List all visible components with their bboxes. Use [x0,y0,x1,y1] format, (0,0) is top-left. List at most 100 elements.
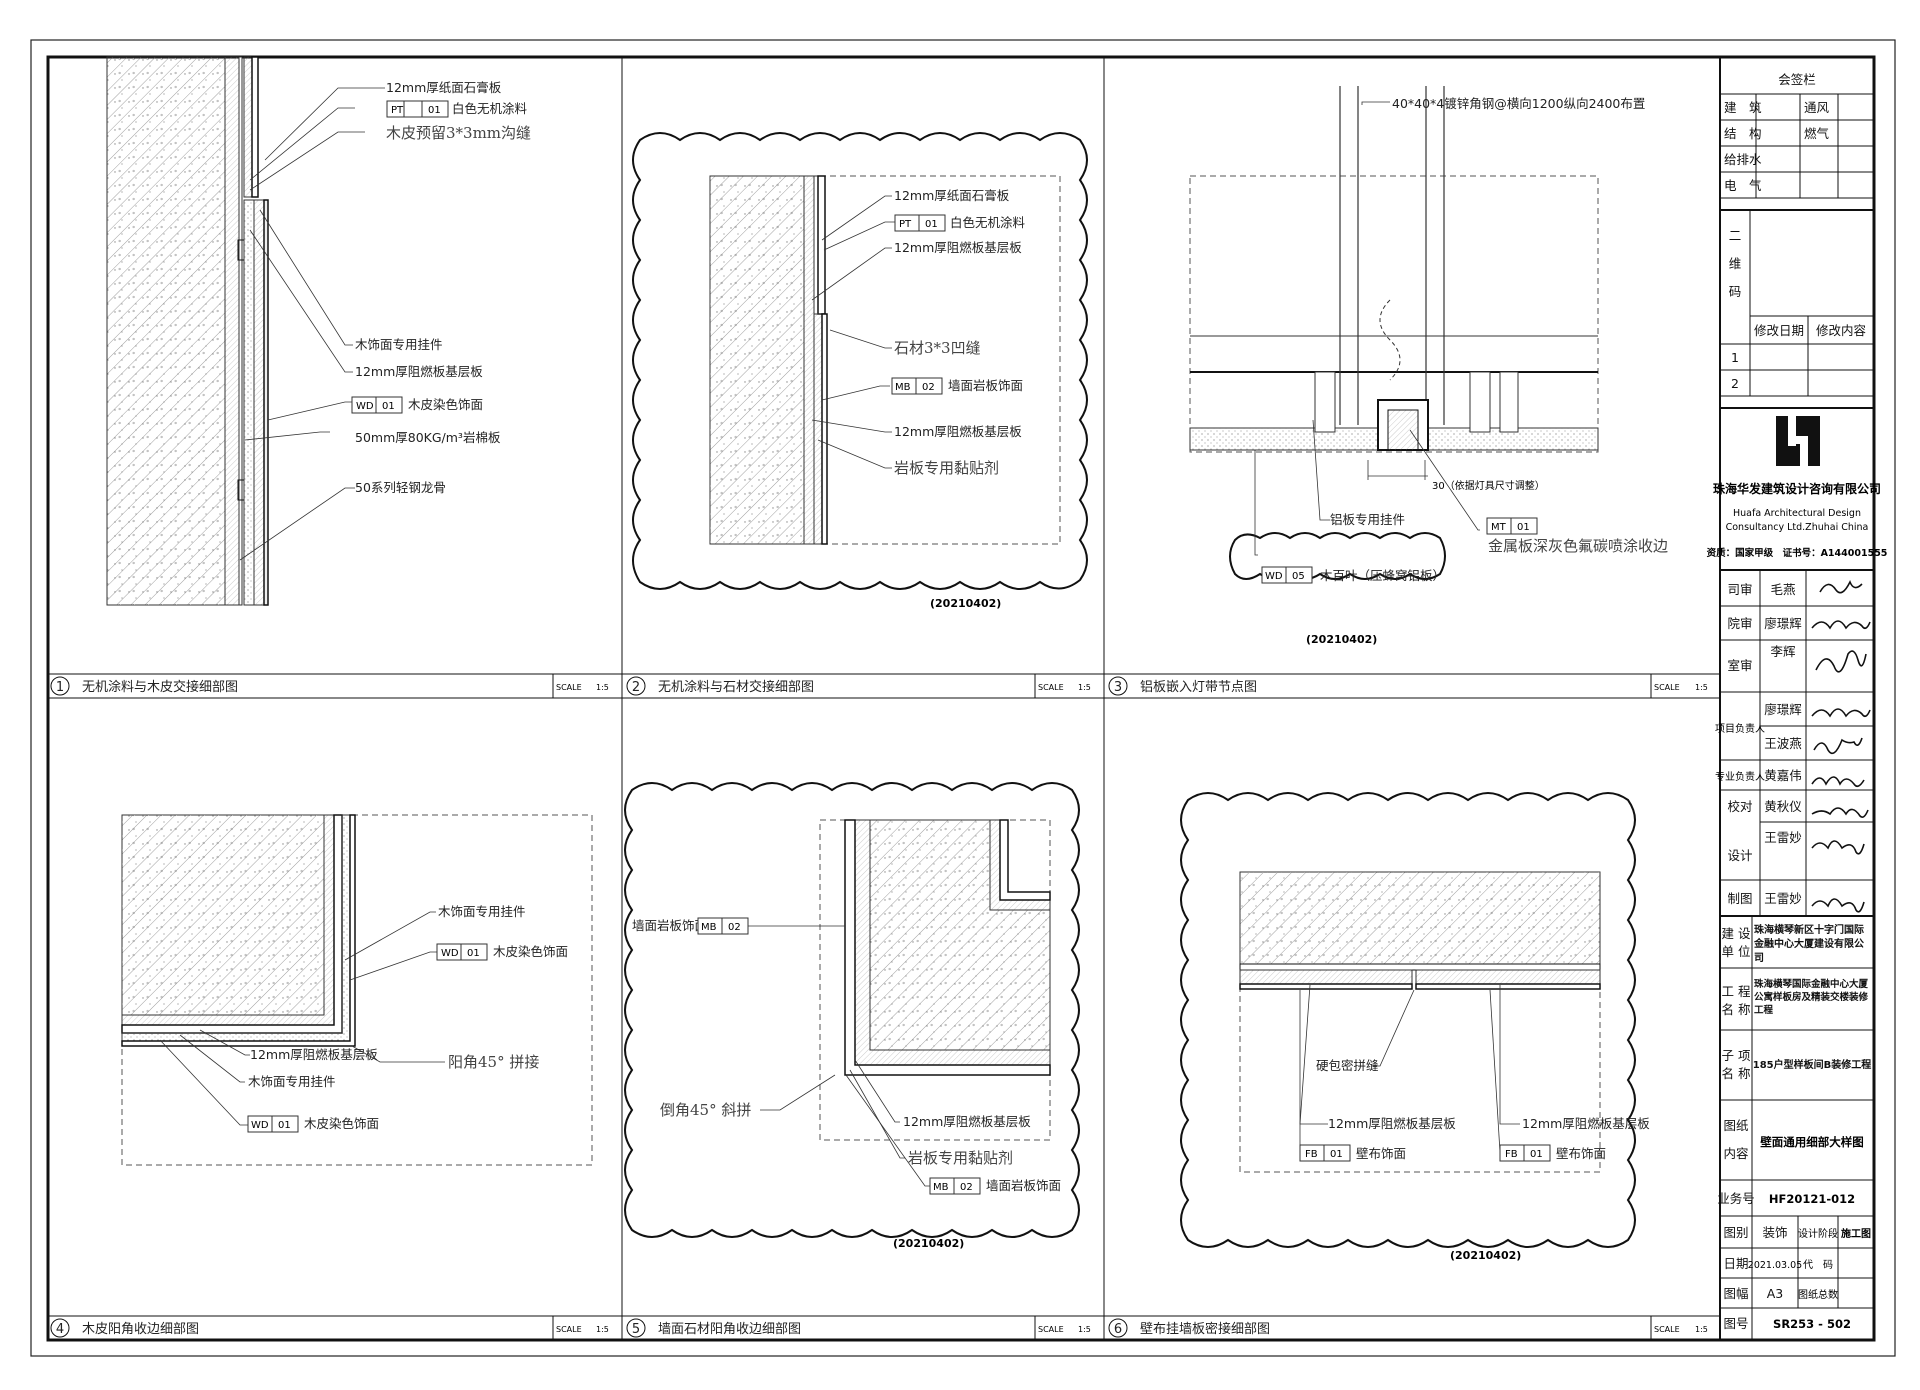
detail-5-labels: 墙面岩板饰面 MB 02 倒角45° 斜拼 12mm厚阻燃板基层板 岩板专用黏贴… [632,917,1061,1250]
panel-3-title-text: 铝板嵌入灯带节点图 [1140,680,1257,695]
detail-6-tag-1-code: FB [1305,1149,1318,1160]
signatures [1811,580,1871,913]
total-label: 图纸总数 [1798,1288,1838,1301]
detail-2-tag-2-code: MB [895,382,911,393]
panel-3-scale-label: SCALE [1654,683,1680,692]
detail-5-label-5: 墙面岩板饰面 [986,1178,1061,1193]
detail-6-cloud [1180,792,1636,1248]
company-name-en-1: Huafa Architectural Design [1733,508,1861,519]
detail-1-labels: 12mm厚纸面石膏板 PT 01 白色无机涂料 木皮预留3*3mm沟缝 木饰面专… [351,80,531,495]
detail-5-label-2: 倒角45° 斜拼 [660,1101,751,1119]
detail-6-label-2: 12mm厚阻燃板基层板 [1328,1116,1456,1131]
detail-1-drawing [106,56,269,606]
panel-1-title: 1 无机涂料与木皮交接细部图 SCALE 1:5 [50,676,609,696]
detail-2-label-2: 白色无机涂料 [950,215,1026,230]
panel-4-scale-label: SCALE [556,1325,582,1334]
detail-6-label-1: 硬包密拼缝 [1316,1058,1379,1073]
client-label-2: 单 位 [1722,944,1751,959]
detail-6-tag-2-num: 01 [1530,1149,1543,1160]
detail-4-label-1: 木饰面专用挂件 [438,904,526,919]
company-logo [1776,416,1820,466]
role-3-name: 李辉 [1770,644,1795,659]
detail-1-tag-2-num: 01 [382,401,395,412]
panel-title-bars [48,673,1720,1340]
panel-4-title-text: 木皮阳角收边细部图 [82,1322,199,1337]
detail-2-label-1: 12mm厚纸面石膏板 [894,188,1010,203]
detail-4-tag-2-code: WD [251,1120,269,1131]
detail-1-label-6: 木皮染色饰面 [408,397,483,412]
panel-2-title-text: 无机涂料与石材交接细部图 [658,679,814,695]
project-label-1: 工 程 [1722,984,1751,999]
stage-value: 施工图 [1841,1227,1871,1240]
detail-4-drawing [121,814,593,1166]
detail-1-label-2: 白色无机涂料 [452,101,528,116]
role-4-name: 廖璟辉 [1764,702,1802,717]
subproject-label-2: 名 称 [1722,1066,1751,1081]
code-label: 代 码 [1803,1259,1833,1271]
role-9: 制图 [1727,891,1752,906]
detail-2-tag-1-code: PT [899,219,912,230]
detail-3-label-1: 40*40*4镀锌角钢@横向1200纵向2400布置 [1392,96,1645,111]
detail-2-label-6: 12mm厚阻燃板基层板 [894,424,1022,439]
detail-2-label-4: 石材3*3凹缝 [894,339,981,357]
outer-frame [30,39,1896,1357]
qr-label-3: 码 [1729,284,1742,299]
drawing-name-label-1: 图纸 [1723,1118,1749,1133]
role-2-name: 廖璟辉 [1764,616,1802,631]
detail-6-leaders [1299,984,1520,1153]
detail-1-label-3: 木皮预留3*3mm沟缝 [386,124,531,142]
panel-1-scale-label: SCALE [556,683,582,692]
detail-5-tag-1-num: 02 [728,922,741,933]
detail-6-labels: 硬包密拼缝 12mm厚阻燃板基层板 FB 01 壁布饰面 12mm厚阻燃板基层板… [1299,1058,1650,1262]
drawing-name-value: 壁面通用细部大样图 [1760,1135,1864,1149]
detail-2-leaders [811,195,895,469]
panel-4-number: 4 [56,1322,64,1337]
role-9-name: 王雷妙 [1764,891,1802,906]
panel-2-number: 2 [632,680,640,695]
role-8: 设计 [1727,848,1752,863]
detail-3-date: (20210402) [1306,633,1377,646]
rev-header-date: 修改日期 [1754,323,1804,338]
detail-1-label-7: 50mm厚80KG/m³岩棉板 [355,430,501,445]
detail-2-date: (20210402) [930,597,1001,610]
stage-label: 设计阶段 [1798,1227,1838,1240]
detail-1-leaders [239,87,385,561]
panel-3-scale: 1:5 [1695,683,1708,692]
panel-1-title-text: 无机涂料与木皮交接细部图 [82,679,238,695]
discipline-1: 建 筑 [1724,100,1762,115]
date-value: 2021.03.05 [1748,1260,1802,1271]
detail-4-tag-1-code: WD [441,948,459,959]
panel-6-number: 6 [1114,1322,1122,1337]
size-label: 图幅 [1723,1286,1748,1301]
role-8-name: 王雷妙 [1764,830,1802,845]
title-block [1720,93,1874,1340]
subproject-label-1: 子 项 [1722,1048,1751,1063]
company-name-en-2: Consultancy Ltd.Zhuhai China [1726,522,1869,533]
qr-label-2: 维 [1729,256,1742,271]
role-7-name: 黄秋仪 [1764,799,1802,814]
detail-4-leaders [159,911,445,1126]
detail-3-label-2: 30（依据灯具尺寸调整） [1432,479,1545,492]
rev-header-content: 修改内容 [1816,323,1866,338]
role-6-name: 黄嘉伟 [1764,768,1802,783]
detail-2-tag-1-num: 01 [925,219,938,230]
detail-5-tag-1-code: MB [701,922,717,933]
panel-2-scale: 1:5 [1078,683,1091,692]
detail-4-label-2: 木皮染色饰面 [493,944,568,959]
role-6: 专业负责人 [1715,770,1765,783]
qualification: 资质：国家甲级 证书号：A144001555 [1707,547,1888,559]
detail-5-label-4: 岩板专用黏贴剂 [908,1149,1013,1167]
job-no-label: 业务号 [1717,1191,1755,1206]
panel-5-scale: 1:5 [1078,1325,1091,1334]
detail-3-tag-1-code: MT [1491,522,1507,533]
detail-1-label-4: 木饰面专用挂件 [355,337,443,352]
detail-5-label-3: 12mm厚阻燃板基层板 [903,1114,1031,1129]
client-value: 珠海横琴新区十字门国际金融中心大厦建设有限公司 [1754,925,1864,964]
detail-1-label-5: 12mm厚阻燃板基层板 [355,364,483,379]
discipline-2: 结 构 [1724,126,1762,141]
panel-6-title: 6 壁布挂墙板密接细部图 SCALE 1:5 [1108,1318,1708,1338]
role-7: 校对 [1727,799,1752,814]
detail-2-label-5: 墙面岩板饰面 [948,378,1023,393]
detail-3-label-5: 木百叶（压蜂窝铝板） [1320,568,1445,583]
